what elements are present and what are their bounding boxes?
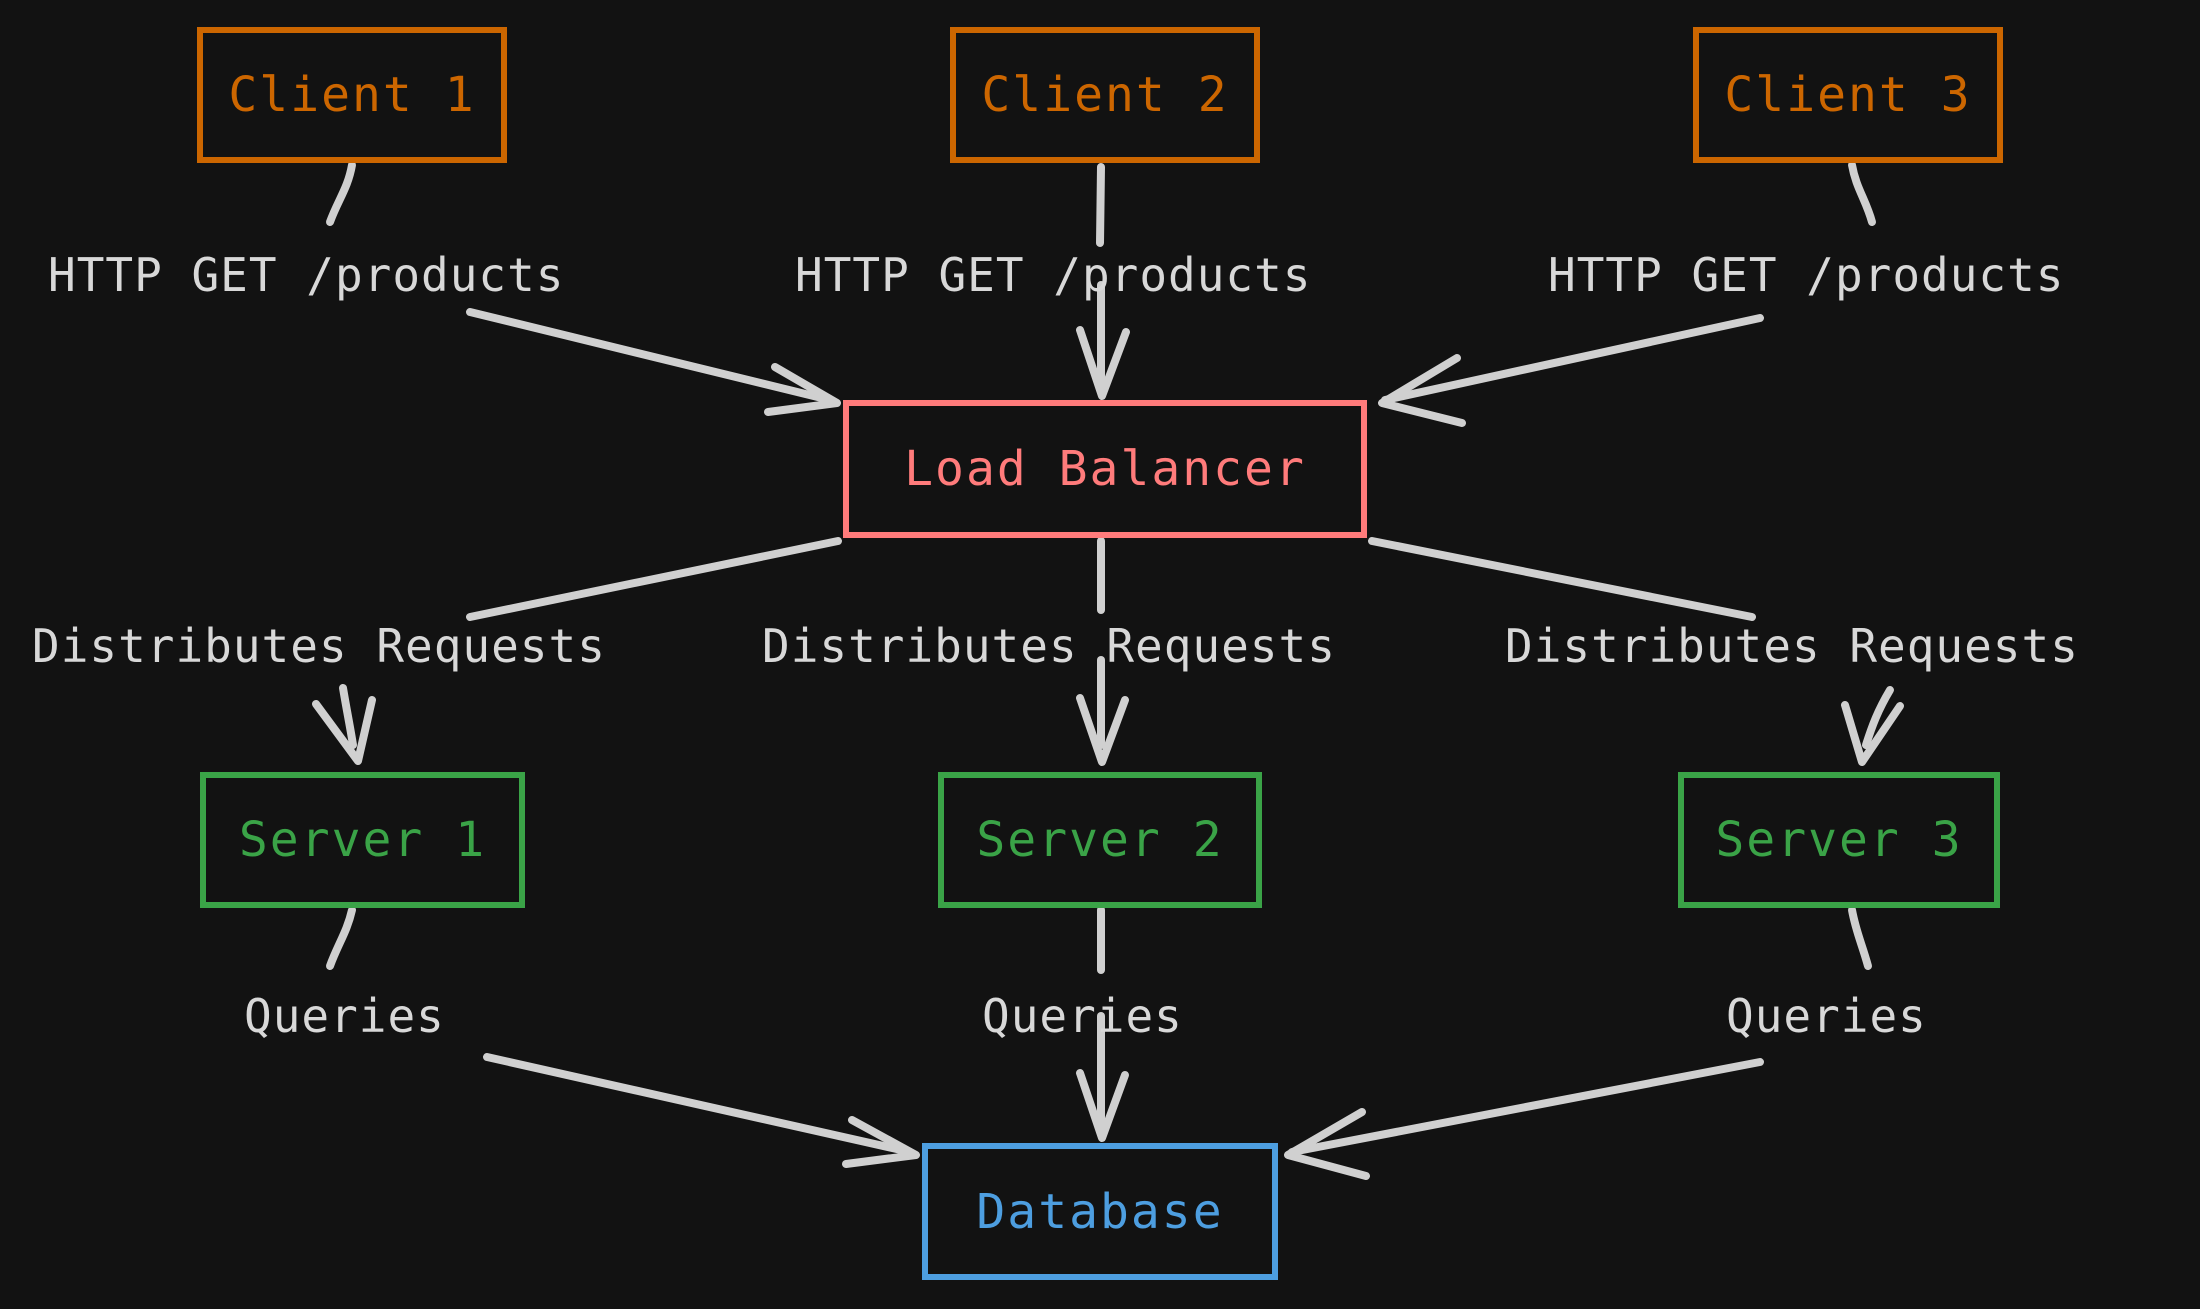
edge-lb-server3-arrowhead xyxy=(1841,701,1904,766)
node-database[interactable]: Database xyxy=(922,1143,1278,1280)
node-label: Server 1 xyxy=(238,812,487,868)
edge-client1-lb-line xyxy=(466,308,834,404)
node-label: Load Balancer xyxy=(904,441,1306,497)
edge-server3-db-stub xyxy=(1848,906,1872,970)
edge-server2-db-arrowhead xyxy=(1076,1069,1129,1142)
node-client-2[interactable]: Client 2 xyxy=(950,27,1260,163)
edge-lb-server1-line xyxy=(466,537,842,621)
edge-client1-lb-stub xyxy=(326,161,356,226)
edge-server1-db-arrowhead xyxy=(842,1116,920,1168)
edge-client1-lb-arrowhead xyxy=(764,363,841,416)
node-server-2[interactable]: Server 2 xyxy=(938,772,1262,908)
edge-server3-db-line xyxy=(1288,1058,1764,1156)
edge-lb-server3-line xyxy=(1368,537,1756,621)
node-label: Database xyxy=(976,1183,1224,1240)
edge-lb-server2-arrowhead xyxy=(1076,694,1129,766)
edge-label-lb-server1: Distributes Requests xyxy=(32,619,606,673)
node-label: Client 1 xyxy=(228,67,476,123)
edge-client3-lb-stub xyxy=(1848,161,1876,226)
node-label: Client 3 xyxy=(1724,67,1972,123)
edge-label-client1-lb: HTTP GET /products xyxy=(48,248,565,302)
edge-lb-server1-arrowhead xyxy=(312,696,376,765)
edge-server3-db-arrowhead xyxy=(1284,1108,1370,1180)
edge-lb-server3-curve xyxy=(1862,686,1894,749)
node-label: Server 2 xyxy=(976,812,1224,868)
edge-lb-server1-curve xyxy=(339,684,357,749)
node-server-1[interactable]: Server 1 xyxy=(200,772,525,908)
node-label: Client 2 xyxy=(981,67,1229,123)
node-label: Server 3 xyxy=(1715,812,1963,868)
edge-client3-lb-line xyxy=(1381,314,1764,404)
edge-label-server3-db: Queries xyxy=(1726,989,1927,1043)
node-client-3[interactable]: Client 3 xyxy=(1693,27,2003,163)
edge-label-client3-lb: HTTP GET /products xyxy=(1548,248,2065,302)
edge-label-lb-server2: Distributes Requests xyxy=(762,619,1336,673)
node-client-1[interactable]: Client 1 xyxy=(197,27,507,163)
edge-label-lb-server3: Distributes Requests xyxy=(1505,619,2079,673)
node-server-3[interactable]: Server 3 xyxy=(1678,772,2000,908)
edge-label-server1-db: Queries xyxy=(244,989,445,1043)
edge-client3-lb-arrowhead xyxy=(1378,354,1466,427)
edge-label-client2-lb: HTTP GET /products xyxy=(795,248,1312,302)
node-load-balancer[interactable]: Load Balancer xyxy=(843,400,1367,538)
edge-server1-db-line xyxy=(483,1053,914,1156)
edge-label-server2-db: Queries xyxy=(982,989,1183,1043)
edge-server1-db-stub xyxy=(326,906,356,970)
edge-client2-lb-arrowhead xyxy=(1076,326,1130,400)
edge-client2-lb-line-upper xyxy=(1096,163,1105,247)
